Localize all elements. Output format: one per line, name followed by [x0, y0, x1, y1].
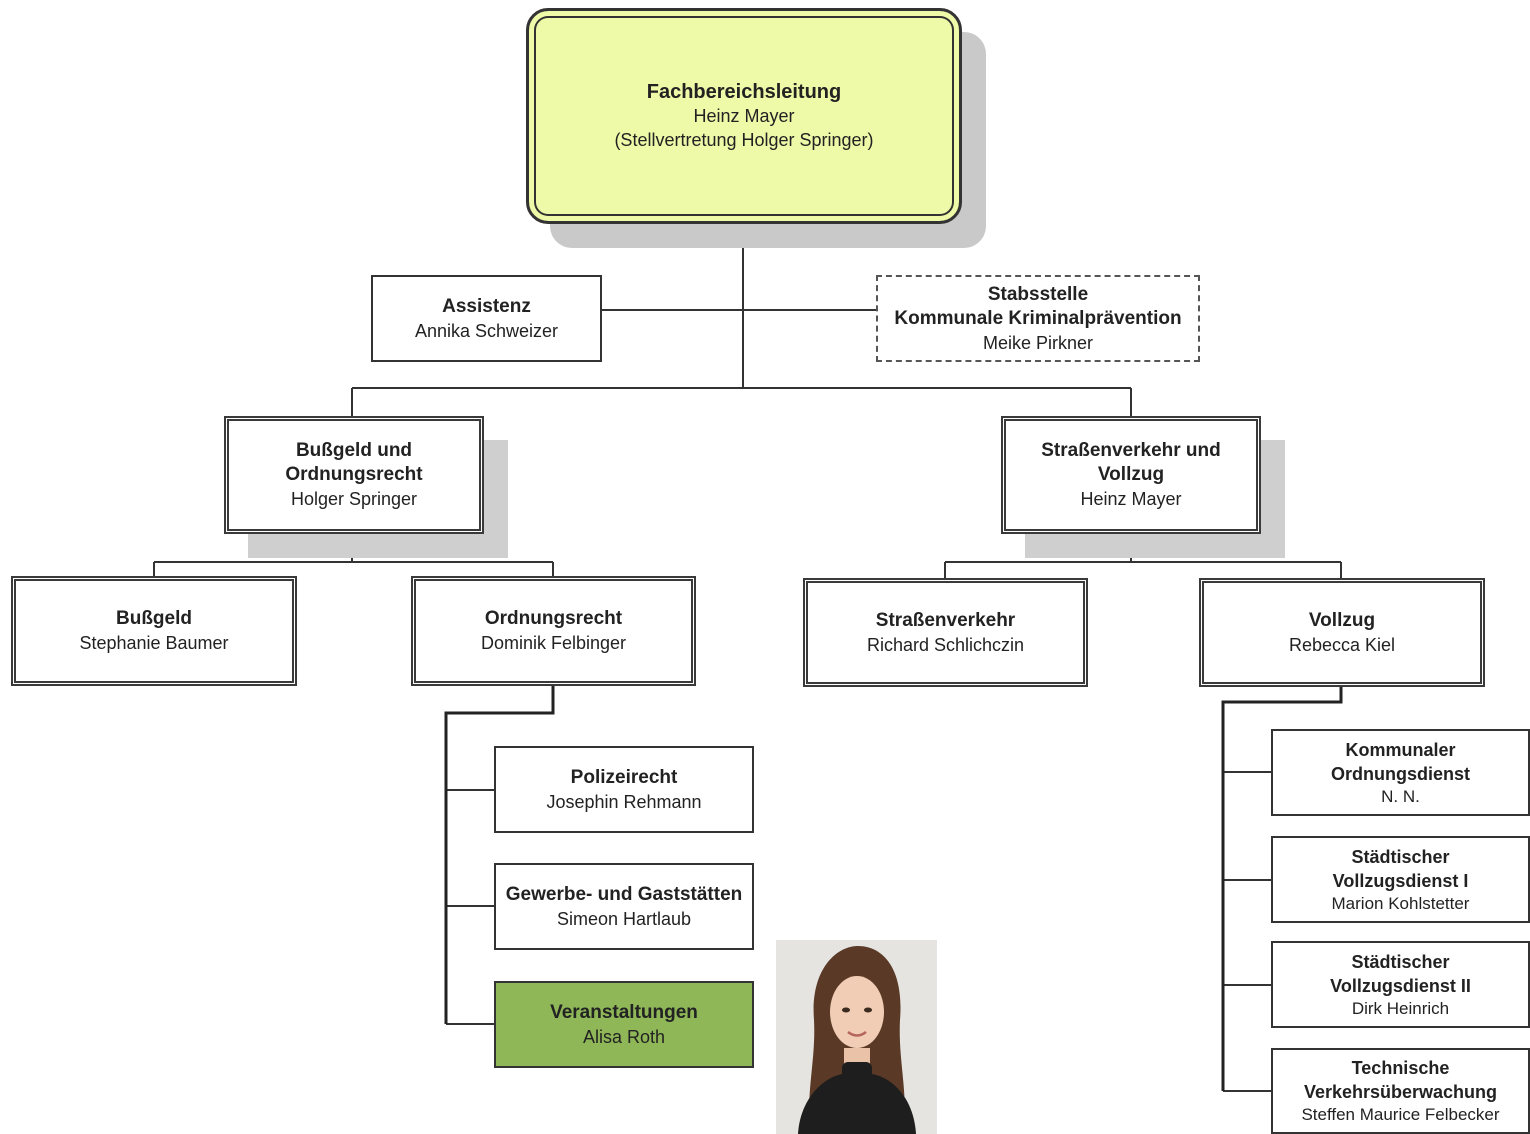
- fachbereichsleitung-deputy: (Stellvertretung Holger Springer): [614, 130, 874, 150]
- sub-gewerbe-gaststaetten-person: Simeon Hartlaub: [556, 908, 692, 929]
- sub-verkehrsueberwachung-title: Technische Verkehrsüberwachung: [1303, 1058, 1498, 1102]
- unit-ordnungsrecht-box: Ordnungsrecht Dominik Felbinger: [411, 576, 696, 686]
- unit-strassenverkehr-title: Straßenverkehr: [875, 609, 1016, 631]
- fachbereichsleitung-title: Fachbereichsleitung: [646, 81, 842, 103]
- assistenz-title: Assistenz: [442, 295, 531, 317]
- division-strassenverkehr-vollzug-box: Straßenverkehr und Vollzug Heinz Mayer: [1001, 416, 1261, 534]
- sub-veranstaltungen-box: Veranstaltungen Alisa Roth: [494, 981, 754, 1068]
- unit-bussgeld-title: Bußgeld: [116, 608, 192, 629]
- sub-verkehrsueberwachung-person: Steffen Maurice Felbecker: [1301, 1105, 1500, 1124]
- sub-kommunaler-ordnungsdienst-box: Kommunaler Ordnungsdienst N. N.: [1271, 729, 1530, 816]
- unit-ordnungsrecht-title: Ordnungsrecht: [484, 608, 623, 629]
- sub-gewerbe-gaststaetten-title: Gewerbe- und Gaststätten: [505, 883, 743, 905]
- unit-ordnungsrecht-person: Dominik Felbinger: [480, 633, 627, 653]
- division-bussgeld-ordnungsrecht-box: Bußgeld und Ordnungsrecht Holger Springe…: [224, 416, 484, 534]
- unit-strassenverkehr-person: Richard Schlichczin: [866, 634, 1025, 655]
- division-bussgeld-ordnungsrecht-person: Holger Springer: [290, 489, 418, 509]
- sub-verkehrsueberwachung-box: Technische Verkehrsüberwachung Steffen M…: [1271, 1048, 1530, 1134]
- sub-vollzugsdienst-2-title: Städtischer Vollzugsdienst II: [1330, 951, 1471, 996]
- stabsstelle-person: Meike Pirkner: [982, 332, 1094, 353]
- division-strassenverkehr-vollzug-person: Heinz Mayer: [1080, 489, 1182, 509]
- sub-kommunaler-ordnungsdienst-title: Kommunaler Ordnungsdienst: [1331, 739, 1470, 784]
- sub-kommunaler-ordnungsdienst-person: N. N.: [1381, 786, 1420, 806]
- sub-vollzugsdienst-2-person: Dirk Heinrich: [1351, 998, 1450, 1018]
- sub-gewerbe-gaststaetten-box: Gewerbe- und Gaststätten Simeon Hartlaub: [494, 863, 754, 950]
- sub-polizeirecht-title: Polizeirecht: [570, 766, 678, 788]
- assistenz-box: Assistenz Annika Schweizer: [371, 275, 602, 362]
- sub-veranstaltungen-person: Alisa Roth: [582, 1026, 666, 1047]
- sub-veranstaltungen-title: Veranstaltungen: [550, 1001, 698, 1023]
- sub-polizeirecht-person: Josephin Rehmann: [546, 791, 702, 812]
- stabsstelle-title: Stabsstelle Kommunale Kriminalprävention: [894, 283, 1182, 329]
- stabsstelle-box: Stabsstelle Kommunale Kriminalprävention…: [876, 275, 1200, 362]
- sub-vollzugsdienst-1-person: Marion Kohlstetter: [1331, 893, 1470, 913]
- division-strassenverkehr-vollzug-title: Straßenverkehr und Vollzug: [1041, 440, 1221, 485]
- fachbereichsleitung-box: Fachbereichsleitung Heinz Mayer (Stellve…: [526, 8, 962, 224]
- assistenz-person: Annika Schweizer: [414, 320, 559, 341]
- sub-vollzugsdienst-2-box: Städtischer Vollzugsdienst II Dirk Heinr…: [1271, 941, 1530, 1028]
- sub-polizeirecht-box: Polizeirecht Josephin Rehmann: [494, 746, 754, 833]
- unit-bussgeld-person: Stephanie Baumer: [79, 633, 229, 653]
- unit-vollzug-box: Vollzug Rebecca Kiel: [1199, 578, 1485, 687]
- unit-vollzug-person: Rebecca Kiel: [1288, 634, 1396, 655]
- sub-vollzugsdienst-1-title: Städtischer Vollzugsdienst I: [1332, 846, 1469, 891]
- unit-vollzug-title: Vollzug: [1308, 609, 1376, 631]
- unit-strassenverkehr-box: Straßenverkehr Richard Schlichczin: [803, 578, 1088, 687]
- unit-bussgeld-box: Bußgeld Stephanie Baumer: [11, 576, 297, 686]
- division-bussgeld-ordnungsrecht-title: Bußgeld und Ordnungsrecht: [285, 440, 423, 485]
- sub-vollzugsdienst-1-box: Städtischer Vollzugsdienst I Marion Kohl…: [1271, 836, 1530, 923]
- fachbereichsleitung-person: Heinz Mayer: [693, 106, 795, 126]
- portrait-photo: [776, 940, 937, 1134]
